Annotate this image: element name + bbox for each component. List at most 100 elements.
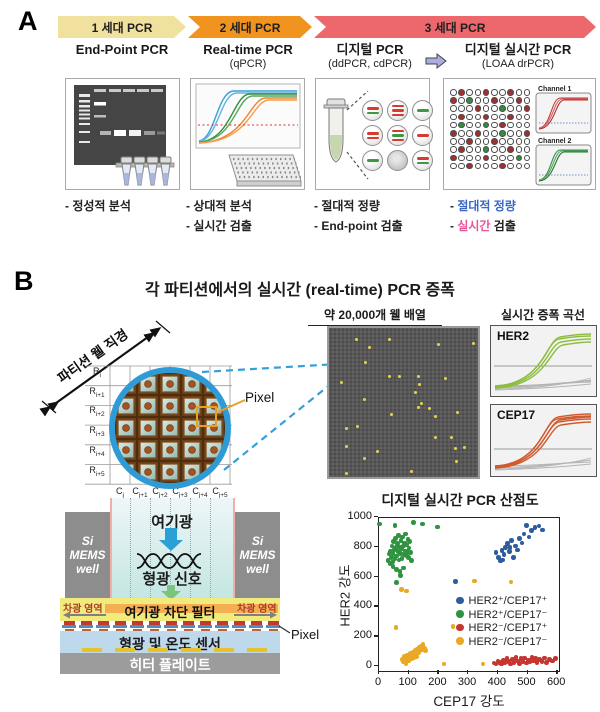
loaa-well	[450, 146, 457, 153]
pixel-segment	[252, 628, 261, 631]
scatter-point	[393, 625, 399, 630]
loaa-well	[466, 154, 473, 162]
scatter-point	[388, 549, 394, 554]
x-tick-label: 300	[457, 676, 477, 688]
positive-well-dot	[416, 406, 420, 410]
scatter-point	[527, 659, 533, 665]
loaa-well	[458, 89, 465, 96]
loaa-well	[458, 146, 465, 153]
signal-arrow-icon	[167, 585, 175, 591]
partition-grid	[362, 100, 434, 172]
loaa-well	[458, 162, 465, 170]
positive-well-dot	[387, 375, 391, 379]
col-title: End-Point PCR	[75, 42, 169, 57]
scatter-point	[471, 578, 477, 584]
scatter-point	[404, 542, 410, 548]
scatter-point	[393, 536, 398, 541]
positive-well-dot	[362, 397, 366, 401]
scatter-point	[520, 659, 526, 665]
loaa-well	[515, 97, 523, 104]
pixel-segment	[217, 621, 228, 625]
thermal-pad	[115, 648, 135, 652]
scatter-point	[514, 547, 520, 553]
scatter-point	[499, 661, 504, 667]
partition-droplet	[412, 125, 433, 146]
x-tick	[467, 670, 469, 674]
legend-label: HER2⁻/CEP17⁺	[468, 622, 548, 634]
x-tick	[407, 670, 410, 674]
panel-a-label: A	[18, 6, 38, 36]
y-tick-label: 600	[353, 569, 372, 582]
scatter-point	[507, 545, 513, 550]
scatter-point	[534, 660, 540, 665]
scatter-point	[480, 661, 486, 667]
scatter-point	[509, 538, 514, 543]
loaa-well	[515, 113, 523, 121]
scatter-point	[532, 525, 538, 530]
thermal-pad	[214, 648, 234, 652]
scatter-point	[544, 660, 549, 665]
y-tick-label: 800	[353, 539, 372, 552]
scatter-point	[542, 655, 547, 661]
excitation-light-label: 여기광	[151, 514, 193, 531]
loaa-well	[450, 138, 457, 145]
y-tick-label: 0	[365, 659, 372, 671]
her2-curve-box: HER2	[490, 325, 597, 397]
diameter-arrow-icon	[39, 320, 171, 417]
qpcr-illustration	[195, 83, 302, 187]
col-subtitle: (qPCR)	[229, 58, 267, 70]
channel1-label: Channel 1	[538, 86, 572, 93]
loaa-well	[491, 105, 498, 112]
y-tick	[374, 575, 378, 577]
loaa-well	[523, 130, 531, 137]
positive-well-dot	[455, 460, 459, 464]
pixel-segment	[116, 628, 125, 631]
grid-row-label: Ri+3	[89, 425, 105, 438]
x-tick-label: 100	[398, 676, 417, 688]
heater-dashes	[60, 648, 280, 652]
col-title: Real-time PCR	[203, 42, 293, 57]
loaa-well	[491, 130, 498, 137]
loaa-well	[450, 162, 457, 170]
bullet-item: - 상대적 분석	[186, 199, 252, 213]
loaa-well	[482, 105, 490, 112]
loaa-well	[450, 97, 457, 104]
loaa-well	[450, 154, 457, 162]
positive-well-dot	[345, 471, 349, 475]
banner-gen2: 2 세대 PCR	[188, 16, 312, 38]
shade-arrow-left-icon	[63, 611, 106, 619]
scatter-point	[394, 567, 399, 572]
loaa-well	[523, 97, 531, 104]
scatter-point	[504, 656, 510, 662]
arrow-right-icon	[425, 52, 447, 70]
scatter-point	[394, 580, 399, 585]
loaa-well	[450, 113, 457, 121]
scatter-point	[398, 538, 404, 543]
scatter-point	[509, 657, 515, 662]
y-tick-label: 200	[353, 629, 372, 642]
scatter-point	[501, 552, 507, 557]
loaa-well	[474, 162, 482, 170]
pixel-segment	[235, 628, 244, 631]
x-tick	[526, 670, 528, 674]
y-tick-label: 1000	[347, 510, 372, 522]
pixel-segment	[132, 621, 143, 625]
pixel-segment	[81, 621, 92, 625]
loaa-well	[515, 138, 523, 145]
pixel-segment	[96, 625, 110, 628]
loaa-well	[499, 146, 506, 153]
positive-well-dot	[363, 457, 367, 461]
channel-plots: Channel 1 Channel 2	[535, 86, 592, 186]
loaa-well	[474, 113, 482, 121]
heater-band: 히터 플레이트	[60, 653, 280, 674]
her2-curves	[494, 333, 592, 391]
scatter-point	[511, 555, 517, 560]
loaa-well	[499, 89, 506, 96]
filter-label: 여기광 차단 필터	[124, 605, 216, 620]
scatter-point	[400, 534, 405, 540]
scatter-point	[409, 558, 414, 563]
scatter-point	[404, 656, 410, 661]
scatter-point	[402, 540, 407, 546]
